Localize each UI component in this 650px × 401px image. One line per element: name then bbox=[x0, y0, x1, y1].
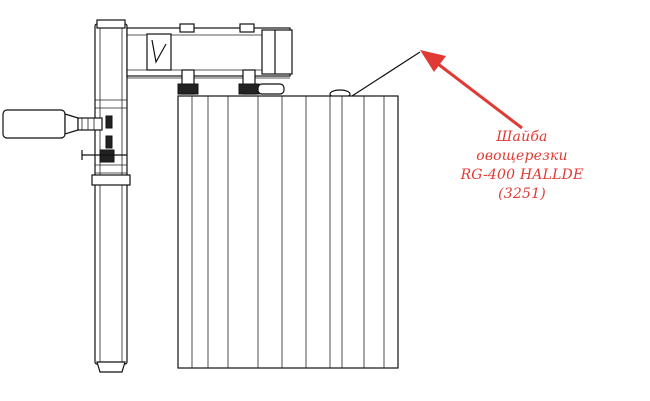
top-arm bbox=[126, 23, 293, 79]
callout-line-1: Шайба bbox=[496, 129, 548, 145]
leader-line bbox=[351, 51, 421, 97]
callout-line-4: (3251) bbox=[498, 186, 546, 202]
callout-line-2: овощерезки bbox=[476, 148, 568, 164]
callout-label: Шайба овощерезки RG-400 HALLDE (3251) bbox=[452, 128, 592, 204]
vertical-shaft bbox=[91, 19, 131, 373]
callout-arrow bbox=[420, 50, 523, 130]
shaft-clamp bbox=[81, 115, 127, 163]
side-handle bbox=[2, 109, 103, 139]
callout-line-3: RG-400 HALLDE bbox=[460, 167, 584, 183]
container-body bbox=[177, 95, 399, 369]
